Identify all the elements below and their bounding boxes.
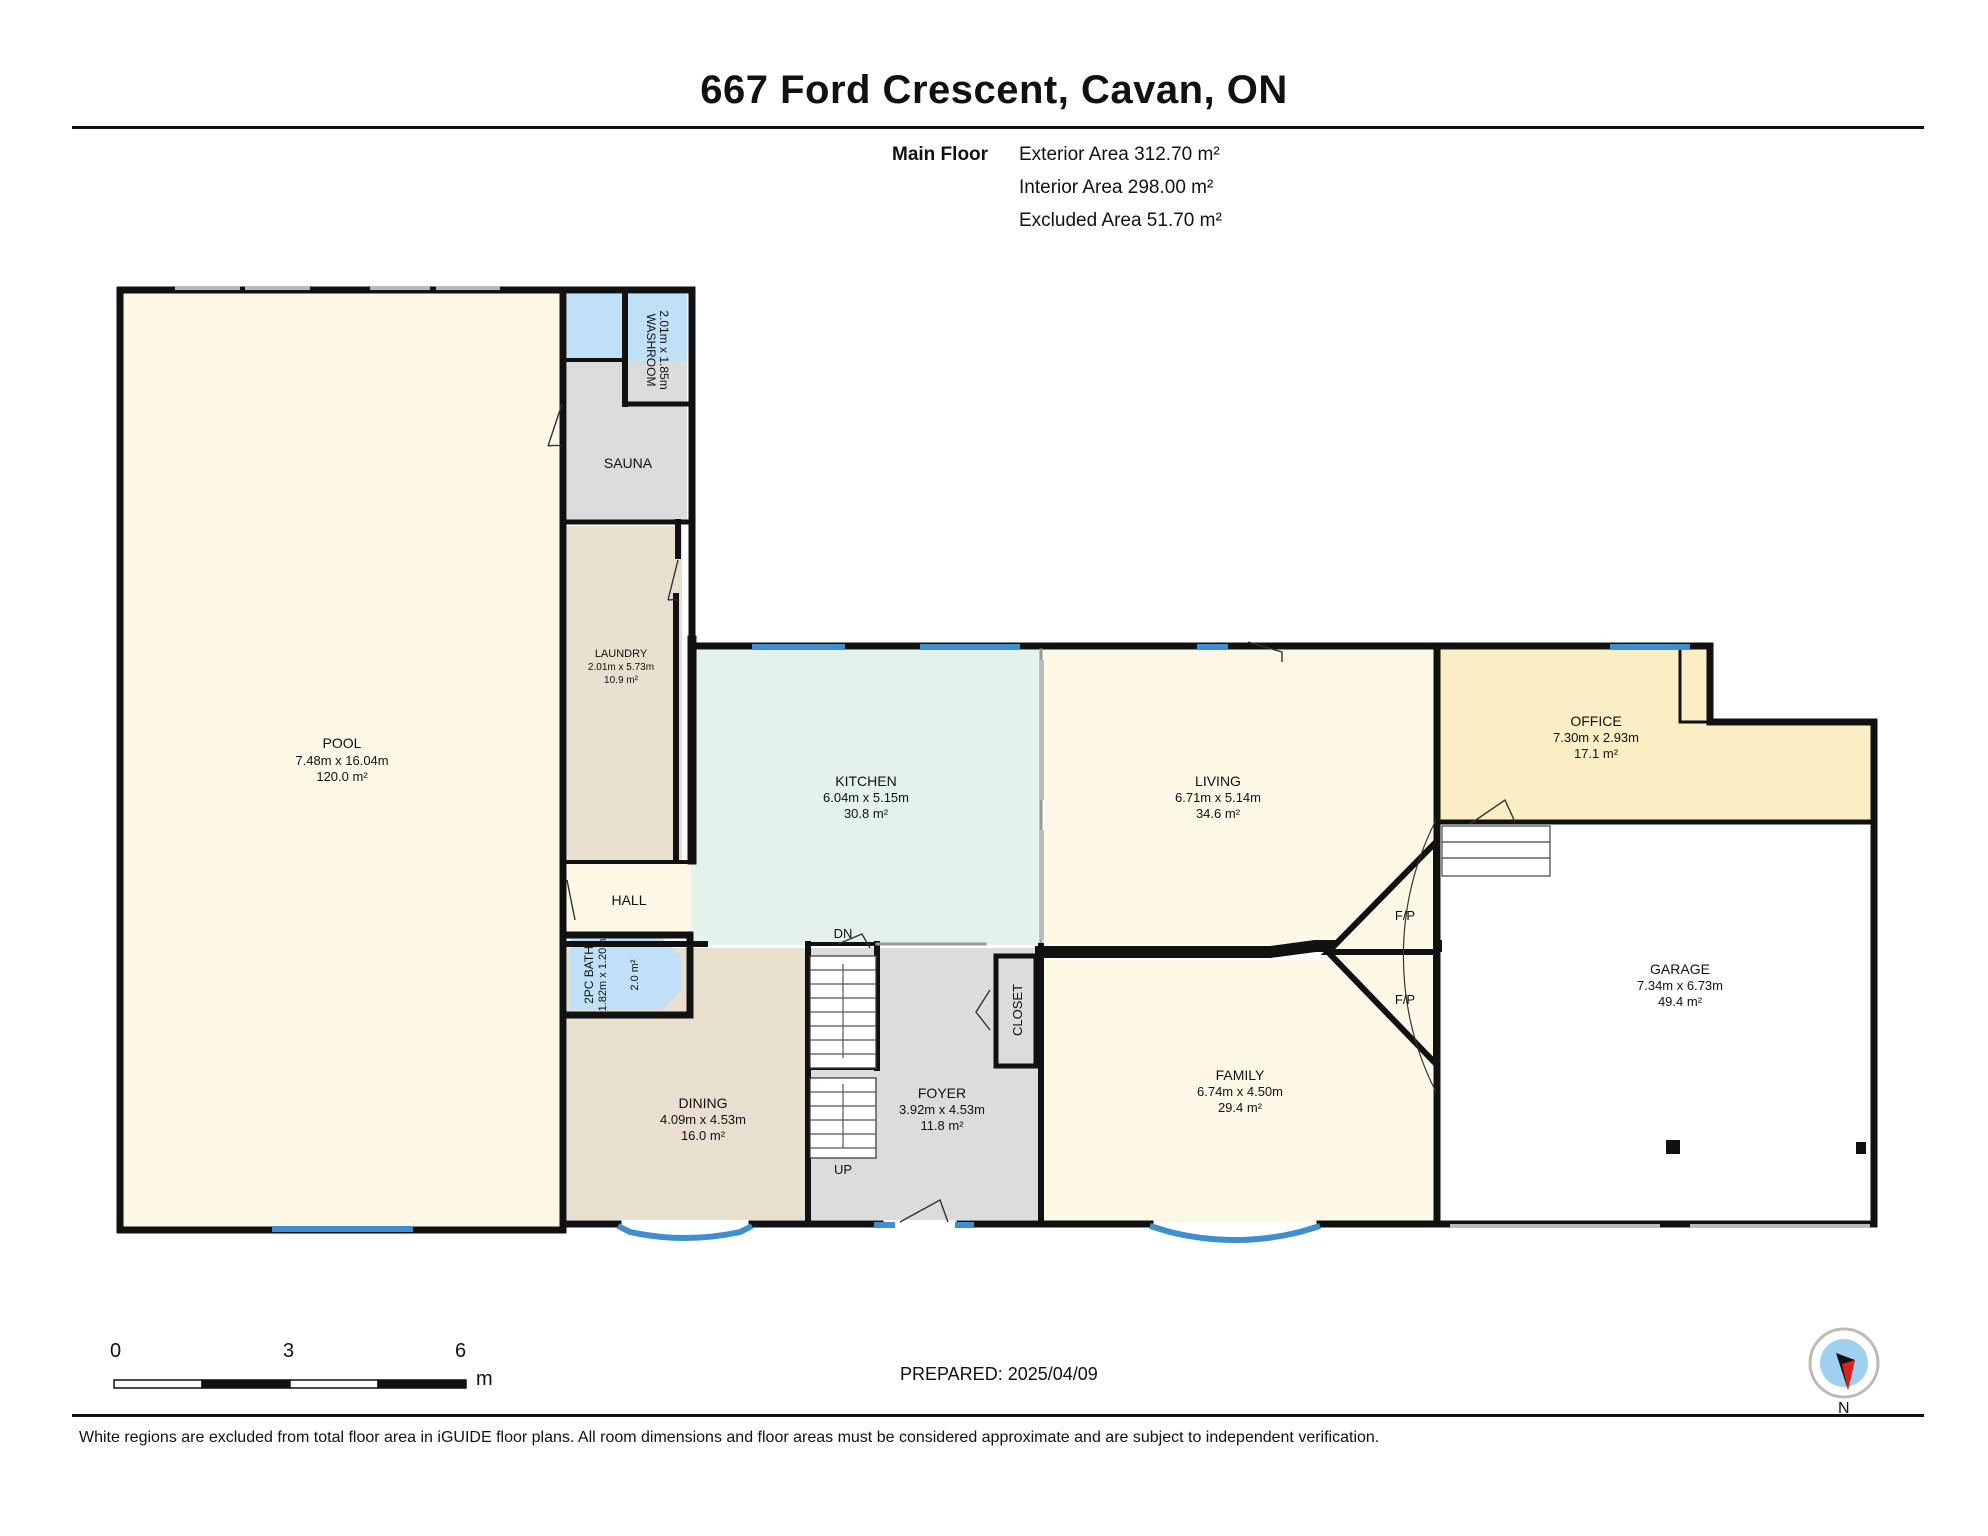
doors <box>547 403 1516 1223</box>
bath-room <box>570 938 682 1010</box>
exterior-area: Exterior Area 312.70 m² <box>1019 144 1220 165</box>
excluded-area: Excluded Area 51.70 m² <box>1019 210 1222 231</box>
header-divider <box>72 126 1924 129</box>
fp-upper: F/P <box>1395 908 1415 923</box>
family-area: 29.4 m² <box>1218 1100 1263 1115</box>
fireplaces <box>1320 834 1439 1072</box>
laundry-area: 10.9 m² <box>604 675 639 686</box>
foyer-name: FOYER <box>918 1085 966 1101</box>
office-area: 17.1 m² <box>1574 746 1619 761</box>
window-panes <box>175 286 1870 1228</box>
laundry-room <box>567 526 682 860</box>
bath-area: 2.0 m² <box>629 959 641 991</box>
compass-north-label: N <box>1838 1400 1850 1417</box>
scale-label-6: 6 <box>455 1340 467 1362</box>
laundry-name: LAUNDRY <box>595 648 648 660</box>
dining-area: 16.0 m² <box>681 1128 726 1143</box>
hall-name: HALL <box>611 892 646 908</box>
fp-lower: F/P <box>1395 992 1415 1007</box>
living-name: LIVING <box>1195 773 1241 789</box>
bath-name: 2PC BATH <box>582 946 596 1004</box>
living-dims: 6.71m x 5.14m <box>1175 790 1261 805</box>
washroom-name: WASHROOM <box>644 314 658 387</box>
bath-dims: 1.82m x 1.20m <box>597 939 609 1012</box>
pool-name: POOL <box>323 735 362 751</box>
closet-name: CLOSET <box>1010 984 1025 1036</box>
footer-disclaimer: White regions are excluded from total fl… <box>79 1429 1380 1446</box>
kitchen-name: KITCHEN <box>835 773 896 789</box>
prepared-date: PREPARED: 2025/04/09 <box>900 1364 1098 1384</box>
page-title: 667 Ford Crescent, Cavan, ON <box>700 68 1288 112</box>
pool-dims: 7.48m x 16.04m <box>295 753 388 768</box>
scale-label-0: 0 <box>110 1340 122 1362</box>
garage-dims: 7.34m x 6.73m <box>1637 978 1723 993</box>
scale-label-3: 3 <box>283 1340 295 1362</box>
compass-icon <box>1808 1327 1880 1399</box>
dining-dims: 4.09m x 4.53m <box>660 1112 746 1127</box>
office-room <box>1440 650 1871 820</box>
stairs <box>809 955 877 1159</box>
footer-divider <box>72 1414 1924 1417</box>
garage-name: GARAGE <box>1650 961 1710 977</box>
laundry-dims: 2.01m x 5.73m <box>588 662 654 673</box>
garage-post <box>1666 1140 1680 1154</box>
family-name: FAMILY <box>1216 1067 1265 1083</box>
stairs-up-label: UP <box>834 1162 852 1177</box>
living-room <box>1041 650 1436 945</box>
kitchen-dims: 6.04m x 5.15m <box>823 790 909 805</box>
family-dims: 6.74m x 4.50m <box>1197 1084 1283 1099</box>
foyer-dims: 3.92m x 4.53m <box>899 1102 985 1117</box>
office-dims: 7.30m x 2.93m <box>1553 730 1639 745</box>
door-swing-arc <box>1402 819 1437 1093</box>
garage-area: 49.4 m² <box>1658 994 1703 1009</box>
sauna-name: SAUNA <box>604 455 653 471</box>
washroom-dims: 2.01m x 1.85m <box>657 310 671 389</box>
kitchen-area: 30.8 m² <box>844 806 889 821</box>
floor-label: Main Floor <box>892 144 989 165</box>
garage-room <box>1440 822 1871 1224</box>
garage-post <box>1856 1142 1866 1154</box>
stairs-down-label: DN <box>834 926 853 941</box>
kitchen-room <box>691 650 1041 945</box>
pool-area: 120.0 m² <box>316 769 368 784</box>
foyer-area: 11.8 m² <box>920 1118 964 1133</box>
living-area: 34.6 m² <box>1196 806 1241 821</box>
garage-steps <box>1441 825 1551 877</box>
windows <box>272 644 1690 1243</box>
scale-bar <box>113 1379 467 1389</box>
hall-room <box>567 864 691 937</box>
scale-unit: m <box>476 1368 493 1390</box>
dining-name: DINING <box>679 1095 728 1111</box>
interior-area: Interior Area 298.00 m² <box>1019 177 1214 198</box>
office-name: OFFICE <box>1570 713 1621 729</box>
family-room <box>1041 960 1436 1222</box>
pool-room <box>120 290 563 1230</box>
